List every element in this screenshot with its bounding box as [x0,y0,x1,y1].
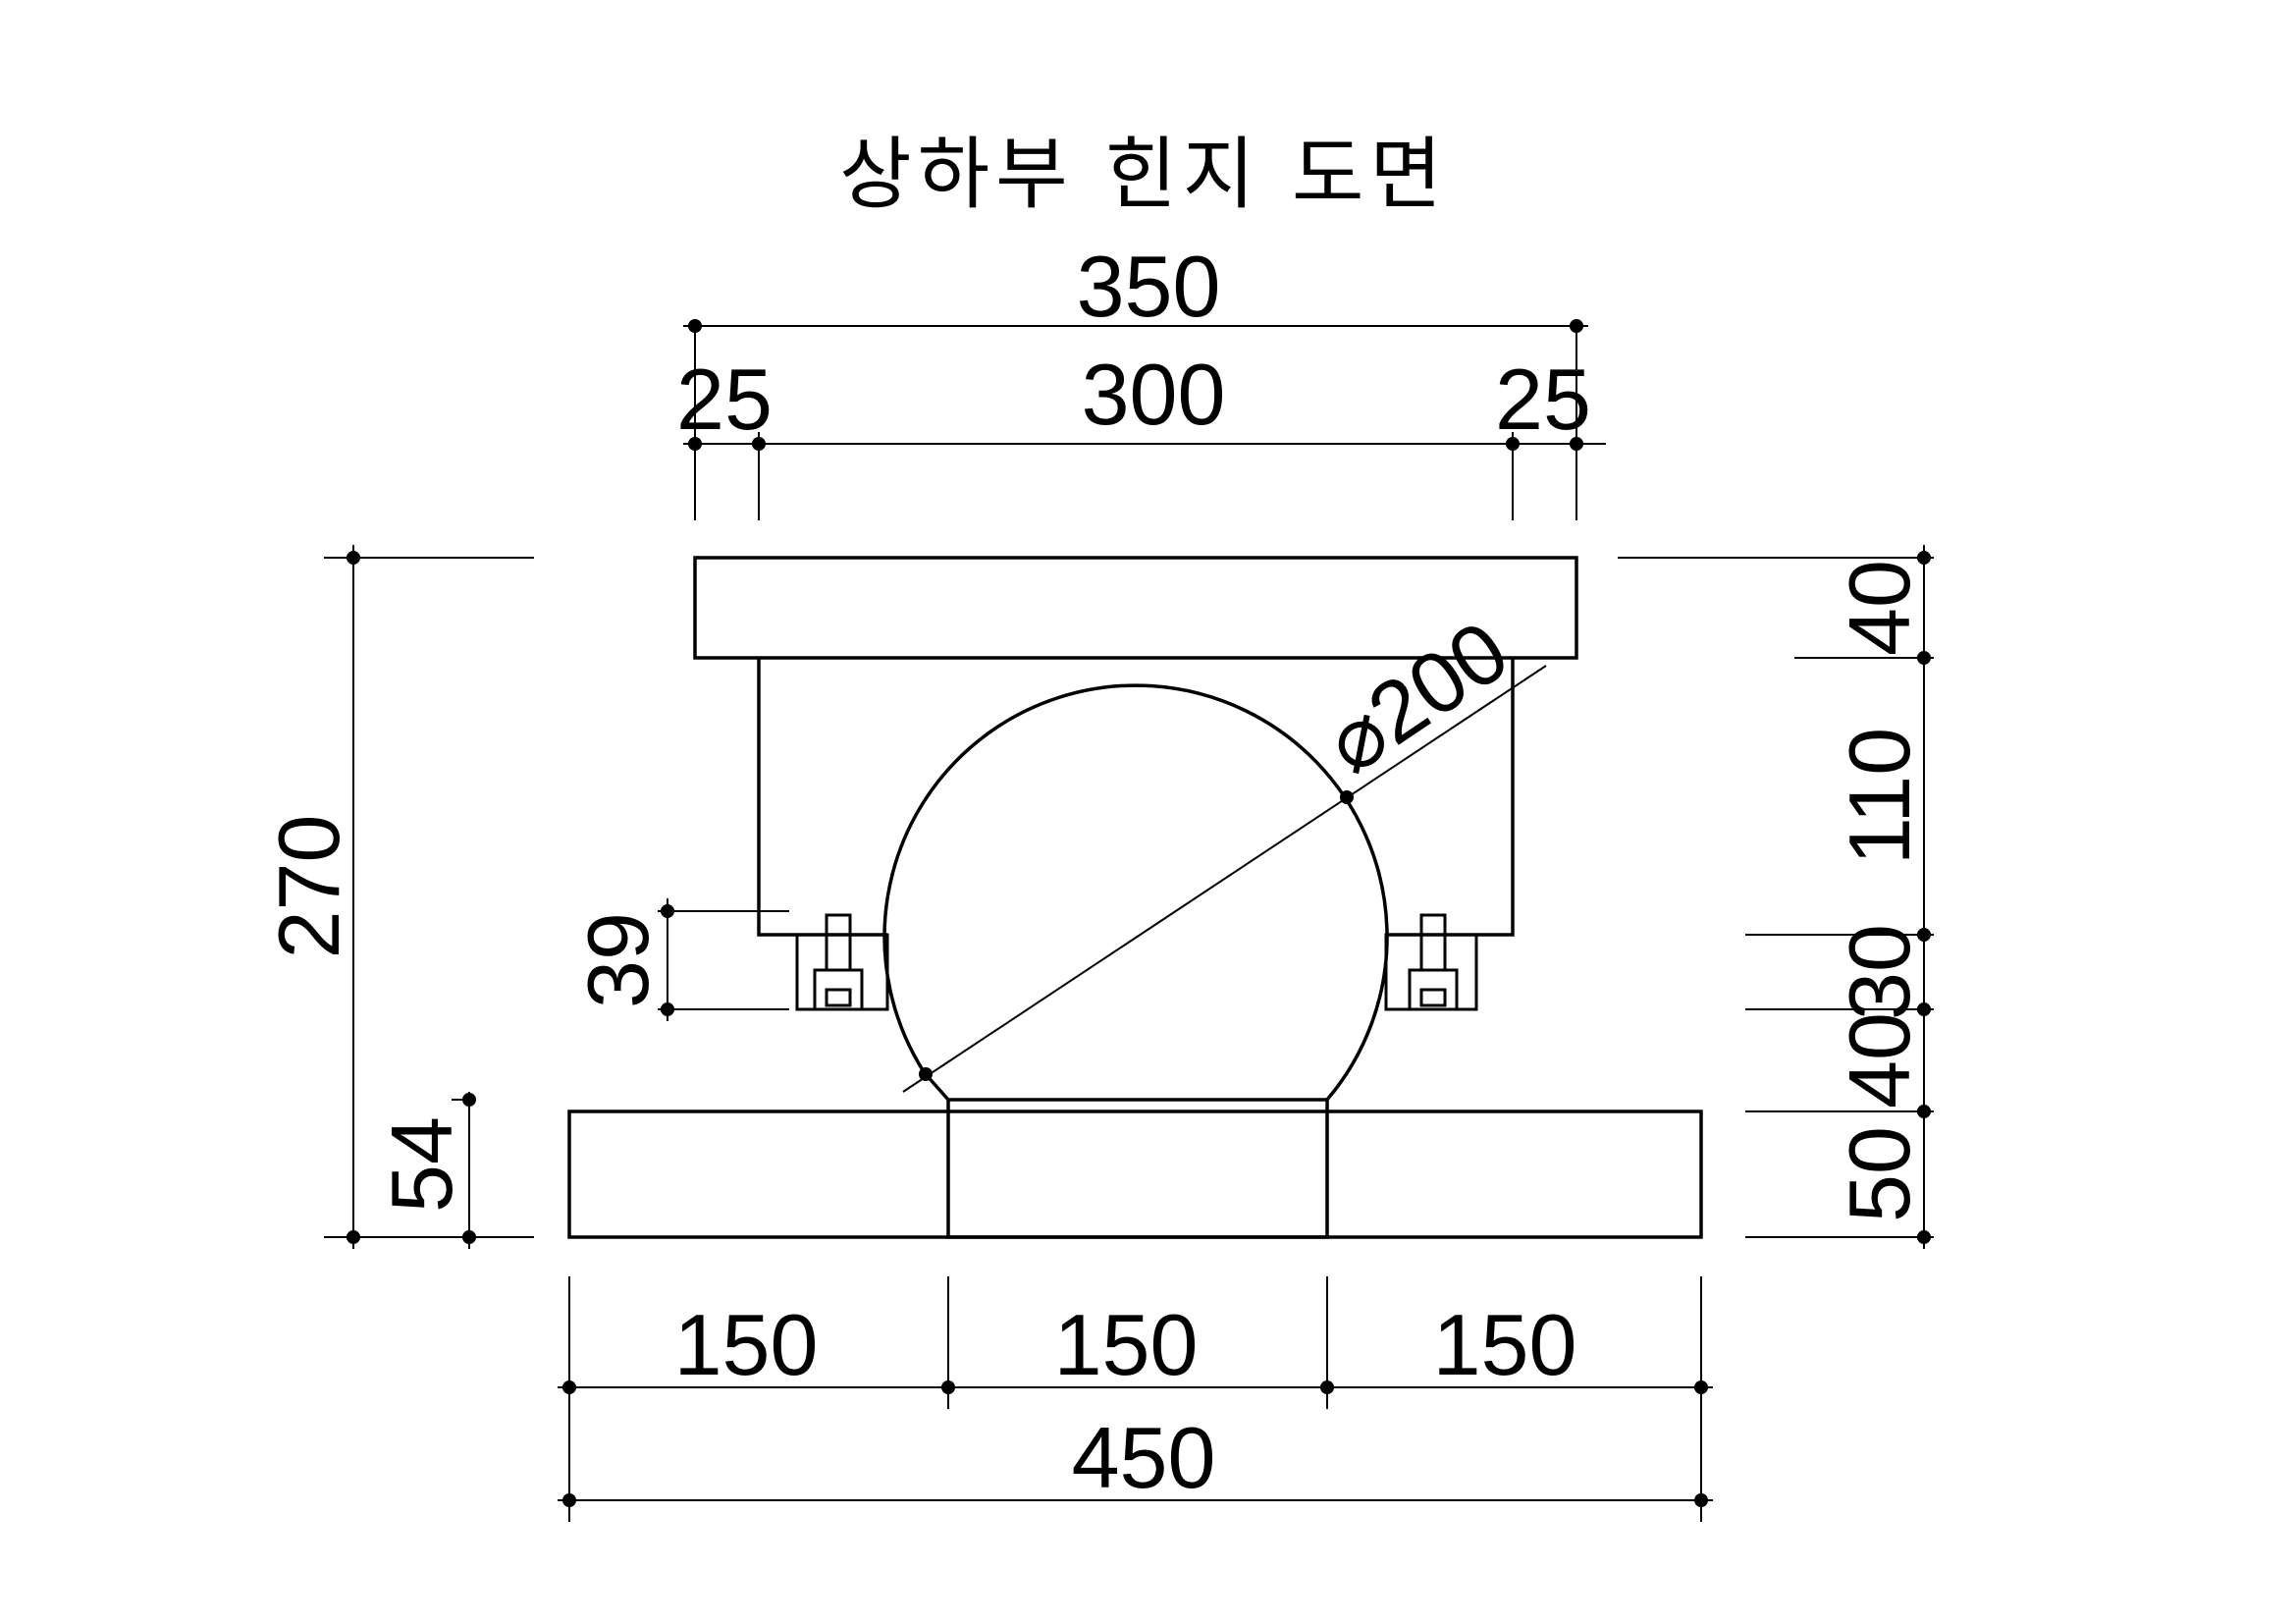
dim-bracket-height: 39 [569,912,667,1008]
dim-top-center: 300 [1082,346,1226,443]
right-dimensions: 40 110 30 40 50 [1618,545,1934,1249]
drawing-title: 상하부 힌지 도면 [839,129,1448,220]
hinge-body [567,556,1703,1239]
top-plate [693,556,1578,660]
dim-top-overall: 350 [1077,238,1221,335]
dim-right-upper-block: 110 [1831,728,1928,865]
hinge-ball [882,683,1389,1102]
dim-bottom-overall: 450 [1072,1409,1216,1506]
right-bracket [1384,913,1478,1011]
dim-diameter: ⌀200 [1308,602,1524,792]
dim-right-gap-40: 40 [1831,1012,1928,1109]
top-dimensions: 350 25 300 25 [676,238,1606,520]
dim-bottom-right: 150 [1433,1296,1577,1393]
left-bracket [795,913,889,1011]
dim-right-top-plate: 40 [1831,560,1928,656]
dim-top-left-offset: 25 [676,351,773,448]
dim-right-base-plate: 50 [1831,1126,1928,1222]
dim-bottom-center: 150 [1054,1296,1199,1393]
center-socket [946,1098,1329,1239]
bottom-dimensions: 150 150 150 450 [558,1276,1713,1522]
dim-right-gap-30: 30 [1831,924,1928,1020]
left-dimensions: 270 54 39 [260,545,789,1249]
dim-left-base-height: 54 [373,1116,470,1213]
base-plate [567,1109,1703,1239]
upper-block-left [757,658,887,937]
dim-top-right-offset: 25 [1495,351,1591,448]
dim-left-overall-height: 270 [260,815,357,959]
dim-bottom-left: 150 [674,1296,819,1393]
diameter-dimension: ⌀200 [902,602,1547,1093]
